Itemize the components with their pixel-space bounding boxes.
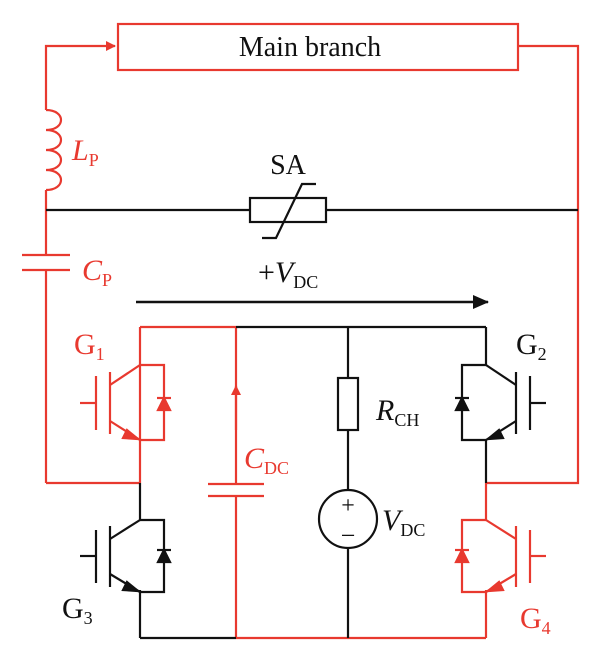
label-lp: LP: [71, 134, 99, 170]
label-g4: G4: [520, 602, 551, 638]
resistor-rch: [336, 376, 360, 432]
igbt-g2: [454, 363, 546, 442]
black-wires: [46, 208, 578, 640]
capacitor-cdc: [208, 482, 264, 498]
inductor-lp: [45, 108, 63, 192]
label-cp: CP: [82, 254, 112, 290]
source-plus-sign: +: [341, 493, 355, 519]
main-branch-label: Main branch: [239, 32, 381, 63]
label-vdc-source: VDC: [382, 504, 425, 540]
label-vdc-top: +VDC: [258, 256, 318, 292]
label-sa: SA: [270, 150, 307, 181]
igbt-g1: [80, 363, 172, 442]
main-branch-box: [116, 22, 520, 72]
label-g3: G3: [62, 592, 93, 628]
igbt-g4: [454, 518, 546, 594]
dc-source: + −: [317, 488, 379, 550]
label-g1: G1: [74, 328, 105, 364]
label-rch: RCH: [375, 394, 419, 430]
capacitor-cp: [22, 253, 70, 272]
igbt-g3: [80, 518, 172, 594]
source-minus-sign: −: [341, 521, 356, 550]
red-branch-wires: [44, 41, 580, 640]
surge-arrester: [248, 182, 328, 240]
label-cdc: CDC: [244, 442, 289, 478]
label-g2: G2: [516, 328, 547, 364]
